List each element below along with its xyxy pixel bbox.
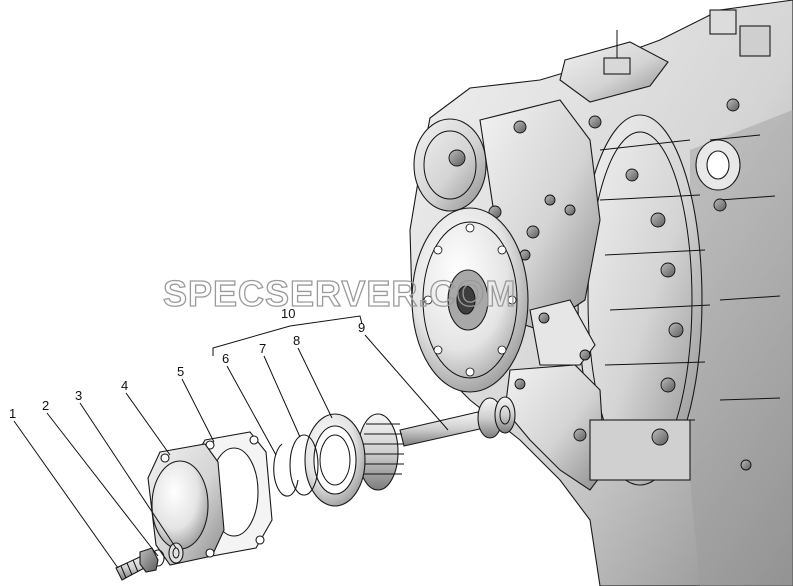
callout-9: 9: [358, 320, 365, 335]
callout-7: 7: [259, 341, 266, 356]
callout-2: 2: [42, 398, 49, 413]
callout-4: 4: [121, 378, 128, 393]
callout-6: 6: [222, 351, 229, 366]
bearing: [304, 413, 404, 507]
transmission-housing: [409, 0, 793, 586]
bolt: [115, 547, 159, 581]
callout-8: 8: [293, 333, 300, 348]
callout-1: 1: [9, 406, 16, 421]
callout-10: 10: [281, 306, 295, 321]
callout-3: 3: [75, 388, 82, 403]
watermark-text: SPECSERVER.COM: [163, 273, 516, 314]
splined-shaft: [399, 396, 516, 447]
retaining-rings: [273, 434, 319, 497]
callout-5: 5: [177, 364, 184, 379]
bearing-cover: [147, 443, 225, 566]
leader-lines: [13, 315, 449, 569]
washers: [151, 542, 184, 567]
callout-labels: 1 2 3 4 5 6 7 8 9 10: [9, 306, 365, 421]
